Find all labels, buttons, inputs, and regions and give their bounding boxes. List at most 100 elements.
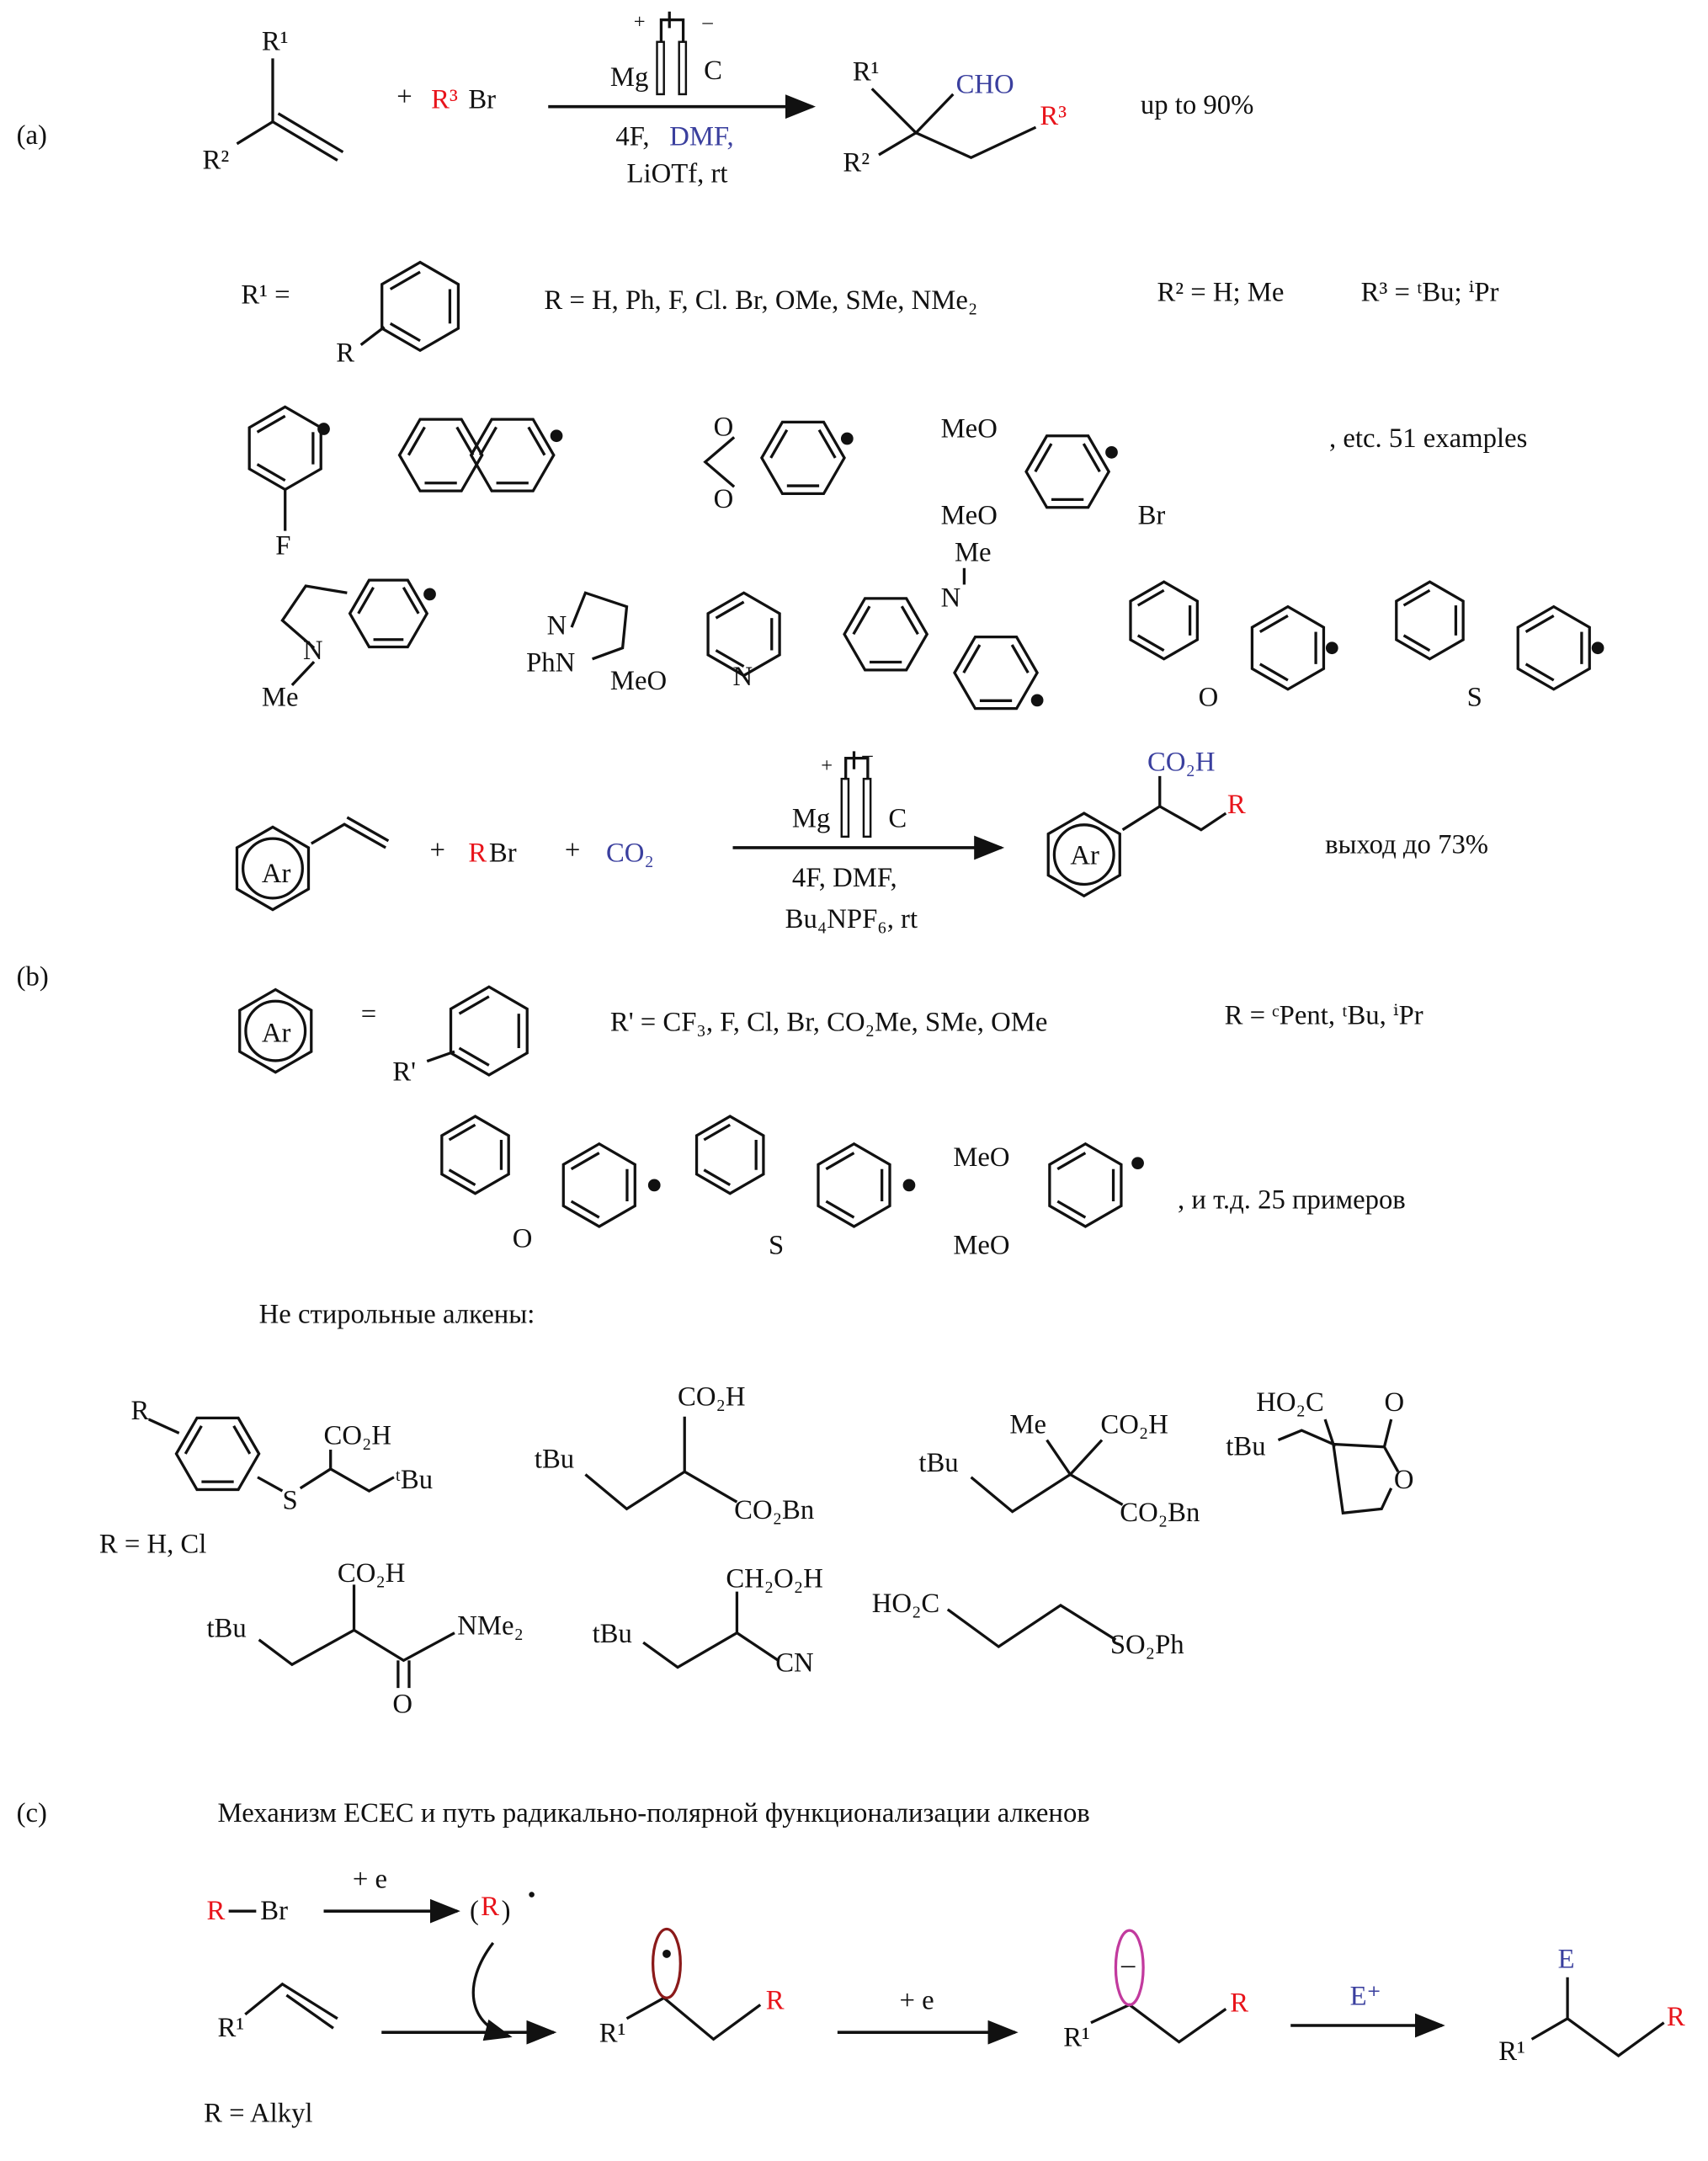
s5-o: O bbox=[392, 1690, 412, 1720]
pyrazole-phn: PhN bbox=[526, 648, 575, 679]
benzene-ring bbox=[397, 418, 484, 492]
s2-co2h: CO₂H bbox=[678, 1382, 746, 1413]
product-co2h: CO₂H bbox=[1147, 747, 1216, 777]
s1-r-def: R = H, Cl bbox=[99, 1530, 207, 1560]
double-bond bbox=[389, 322, 421, 343]
attachment-point-icon bbox=[1325, 641, 1338, 655]
double-bond bbox=[570, 1152, 600, 1171]
double-bond bbox=[448, 1123, 476, 1142]
double-bond bbox=[570, 1200, 600, 1219]
double-bond bbox=[1524, 663, 1555, 682]
carbon-electrode-label: C bbox=[888, 803, 907, 833]
electrophile-label: E⁺ bbox=[1350, 1981, 1381, 2011]
product-b-bonds bbox=[1121, 775, 1227, 832]
benzene-ring bbox=[449, 985, 529, 1077]
double-bond bbox=[703, 1168, 732, 1187]
s7-ho2c: HO₂C bbox=[872, 1589, 940, 1619]
intermediate2-r1: R¹ bbox=[1063, 2023, 1090, 2053]
s1-co2h: CO₂H bbox=[324, 1420, 391, 1450]
s2-tbu: tBu bbox=[535, 1444, 574, 1474]
methoxy-1: MeO bbox=[941, 413, 998, 444]
product-r-c: R bbox=[1667, 2002, 1685, 2032]
def-rprime-list: R' = CF₃, F, Cl, Br, CO₂Me, SMe, OMe bbox=[610, 1008, 1048, 1038]
benzene-ring bbox=[953, 636, 1040, 711]
product-ar: Ar bbox=[1070, 841, 1099, 871]
c-rbr-r: R bbox=[206, 1896, 225, 1926]
benzene-ring bbox=[1516, 604, 1591, 691]
benzene-ring bbox=[817, 1142, 891, 1228]
radical-dot-icon bbox=[662, 1949, 671, 1958]
s2-co2bn: CO₂Bn bbox=[734, 1495, 814, 1525]
reagent-br: Br bbox=[468, 84, 496, 114]
anode-sign: + bbox=[821, 754, 833, 777]
def-ar: Ar bbox=[262, 1019, 291, 1049]
attachment-point-icon bbox=[840, 432, 854, 445]
product-r1: R¹ bbox=[853, 57, 880, 88]
anion-charge: – bbox=[1120, 1950, 1136, 1980]
non-styrene-title: Не стирольные алкены: bbox=[259, 1299, 535, 1329]
plus-1: + bbox=[430, 835, 445, 865]
c-rbr-br: Br bbox=[260, 1896, 288, 1926]
double-bond bbox=[825, 1152, 855, 1171]
mechanism-title: Механизм ЕСЕС и путь радикально-полярной… bbox=[218, 1798, 1090, 1828]
benzene-ring bbox=[759, 420, 846, 496]
double-bond bbox=[962, 644, 982, 673]
attachment-point-icon bbox=[647, 1179, 661, 1192]
double-bond bbox=[448, 1168, 476, 1187]
examples-count-b: , и т.д. 25 примеров bbox=[1178, 1185, 1406, 1216]
mg-electrode-label: Mg bbox=[610, 62, 648, 93]
def-r2: R² = H; Me bbox=[1157, 277, 1284, 307]
s1-s: S bbox=[282, 1485, 297, 1515]
double-bond bbox=[1056, 1200, 1087, 1219]
examples-count-a: , etc. 51 examples bbox=[1329, 423, 1527, 454]
double-bond bbox=[232, 1424, 252, 1455]
double-bond bbox=[703, 1123, 732, 1142]
indole-me: Me bbox=[262, 682, 299, 712]
attachment-point-icon bbox=[1591, 641, 1604, 655]
carbazole-me: Me bbox=[955, 538, 992, 568]
electrolysis-cell-icon-b: + – Mg C bbox=[792, 743, 907, 838]
dioxole-o2: O bbox=[714, 484, 734, 514]
rbr-br: Br bbox=[489, 838, 517, 868]
benzene-ring bbox=[1024, 434, 1111, 509]
pyridine-meo: MeO bbox=[610, 666, 667, 696]
def-r-list: R = H, Ph, F, Cl. Br, OMe, SMe, NMe₂ bbox=[544, 285, 977, 316]
double-bond bbox=[1258, 663, 1289, 682]
benzene-ring bbox=[694, 1115, 765, 1195]
radical-r: R bbox=[481, 1892, 499, 1922]
def-r3: R³ = ᵗBu; ⁱPr bbox=[1361, 277, 1499, 307]
attachment-point-icon bbox=[1131, 1157, 1144, 1170]
radical-paren-open: ( bbox=[470, 1896, 479, 1926]
double-bond bbox=[357, 587, 375, 615]
product-r: R bbox=[1227, 790, 1246, 820]
product-r3: R³ bbox=[1040, 101, 1067, 131]
panel-label-b: (b) bbox=[17, 962, 49, 993]
benzene-ring bbox=[247, 405, 322, 492]
double-bond bbox=[389, 270, 421, 290]
methoxy-b1: MeO bbox=[953, 1142, 1009, 1173]
benzene-ring bbox=[1046, 812, 1121, 898]
mg-electrode-label: Mg bbox=[792, 803, 830, 833]
double-bond bbox=[256, 414, 286, 434]
double-bond bbox=[455, 426, 475, 456]
s3-me: Me bbox=[1009, 1409, 1046, 1440]
double-bond bbox=[1402, 634, 1431, 652]
s6-ch2o2h: CH₂O₂H bbox=[726, 1564, 823, 1594]
dibenzofuran-o: O bbox=[1199, 682, 1219, 712]
carbazole-n: N bbox=[941, 583, 961, 614]
s5-tbu: tBu bbox=[206, 1614, 246, 1644]
double-bond bbox=[825, 1200, 855, 1219]
s4-tbu: tBu bbox=[1226, 1432, 1265, 1462]
product-r1-c: R¹ bbox=[1498, 2036, 1525, 2067]
styrene-ar: Ar bbox=[262, 859, 291, 889]
double-bond bbox=[527, 426, 546, 456]
double-bond bbox=[1082, 443, 1101, 473]
s5-nme2: NMe₂ bbox=[457, 1610, 524, 1641]
co2-reagent: CO₂ bbox=[606, 838, 654, 868]
cathode-sign: – bbox=[702, 10, 714, 33]
benzene-ring bbox=[440, 1115, 510, 1195]
benzene-ring bbox=[1048, 1142, 1123, 1228]
s5-co2h: CO₂H bbox=[338, 1558, 406, 1589]
aromatic-circle bbox=[244, 999, 307, 1062]
